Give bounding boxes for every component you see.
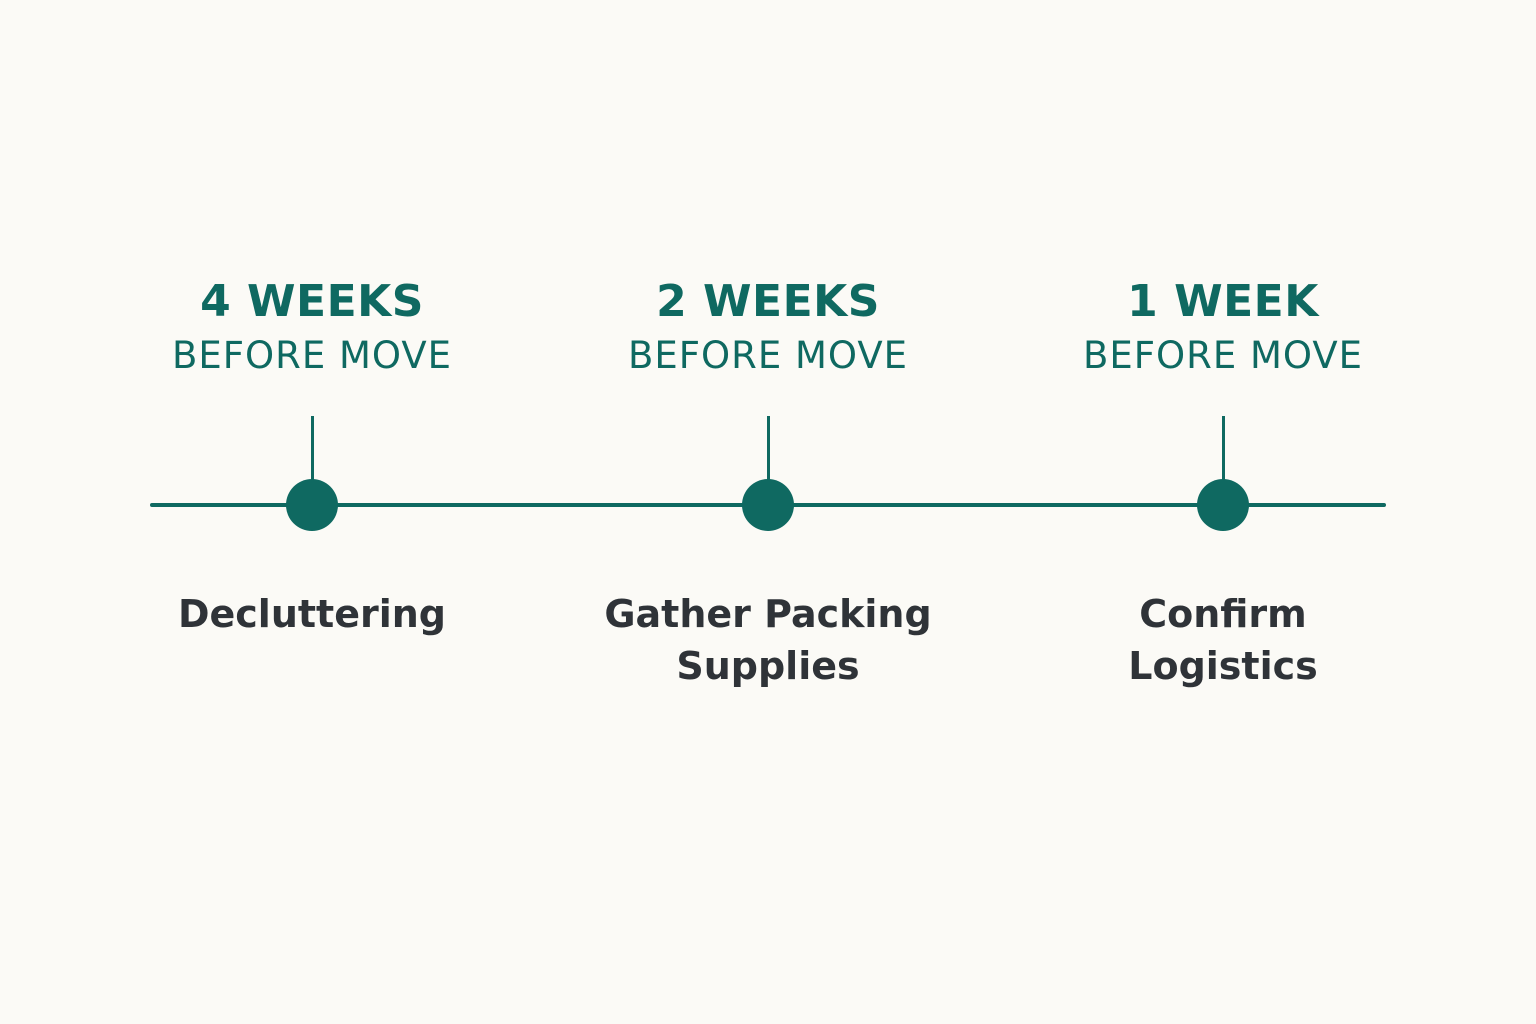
- milestone-task: Decluttering: [177, 592, 447, 636]
- milestone-node: [1197, 479, 1249, 531]
- milestone-period: 2 WEEKS: [656, 276, 880, 327]
- milestone-tick: [767, 416, 770, 496]
- milestone-2-weeks: 2 WEEKS BEFORE MOVE Gather Packing Suppl…: [558, 0, 978, 1024]
- milestone-heading: 1 WEEK BEFORE MOVE: [1013, 276, 1433, 384]
- milestone-period: 4 WEEKS: [200, 276, 424, 327]
- milestone-qualifier: BEFORE MOVE: [1082, 334, 1364, 377]
- milestone-heading: 2 WEEKS BEFORE MOVE: [558, 276, 978, 384]
- milestone-period: 1 WEEK: [1127, 276, 1319, 327]
- milestone-4-weeks: 4 WEEKS BEFORE MOVE Decluttering: [102, 0, 522, 1024]
- milestone-task: Confirm Logistics: [1128, 592, 1318, 688]
- milestone-tick: [311, 416, 314, 496]
- milestone-node: [742, 479, 794, 531]
- milestone-qualifier: BEFORE MOVE: [171, 334, 453, 377]
- milestone-heading: 4 WEEKS BEFORE MOVE: [102, 276, 522, 384]
- milestone-tick: [1222, 416, 1225, 496]
- milestone-task: Gather Packing Supplies: [604, 592, 932, 688]
- milestone-qualifier: BEFORE MOVE: [627, 334, 909, 377]
- milestone-1-week: 1 WEEK BEFORE MOVE Confirm Logistics: [1013, 0, 1433, 1024]
- milestone-node: [286, 479, 338, 531]
